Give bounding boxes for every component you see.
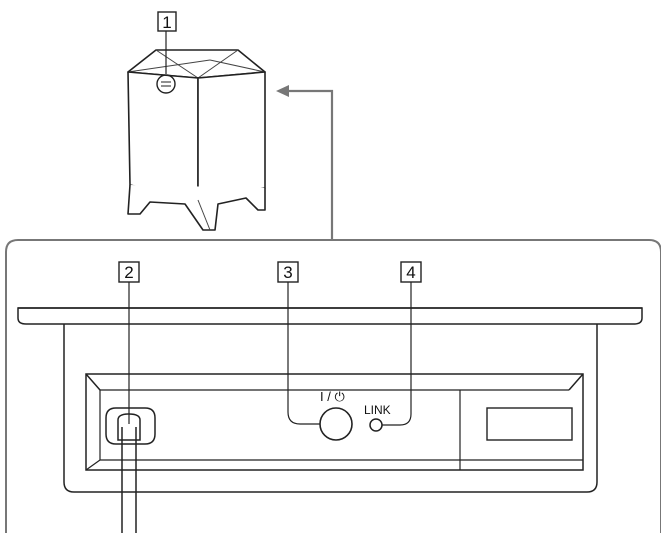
indicator-highlight-circle	[156, 74, 176, 94]
panel-outer-frame	[63, 324, 598, 493]
rear-panel	[17, 307, 643, 493]
subwoofer-body	[127, 71, 199, 201]
callout-4-label: 4	[406, 263, 415, 282]
callout-3-label: 3	[283, 263, 292, 282]
callout-3: 3	[277, 261, 320, 425]
link-label: LINK	[364, 403, 391, 417]
arrowhead-icon	[276, 85, 289, 97]
terminal-plate	[85, 373, 584, 471]
link-button[interactable]	[369, 418, 383, 432]
callout-4: 4	[382, 261, 422, 426]
callout-1: 1	[157, 11, 177, 32]
callout-2-label: 2	[124, 263, 133, 282]
panel-top-edge	[17, 307, 643, 325]
power-symbol-label: I / ⏻	[320, 389, 345, 404]
label-slot	[486, 407, 573, 441]
subwoofer-feet	[127, 184, 266, 231]
detail-frame	[5, 239, 661, 533]
power-button[interactable]	[319, 407, 353, 441]
subwoofer-unit	[127, 49, 266, 231]
callout-2: 2	[118, 261, 140, 424]
callout-1-label: 1	[162, 13, 171, 32]
detail-arrow	[286, 89, 334, 240]
